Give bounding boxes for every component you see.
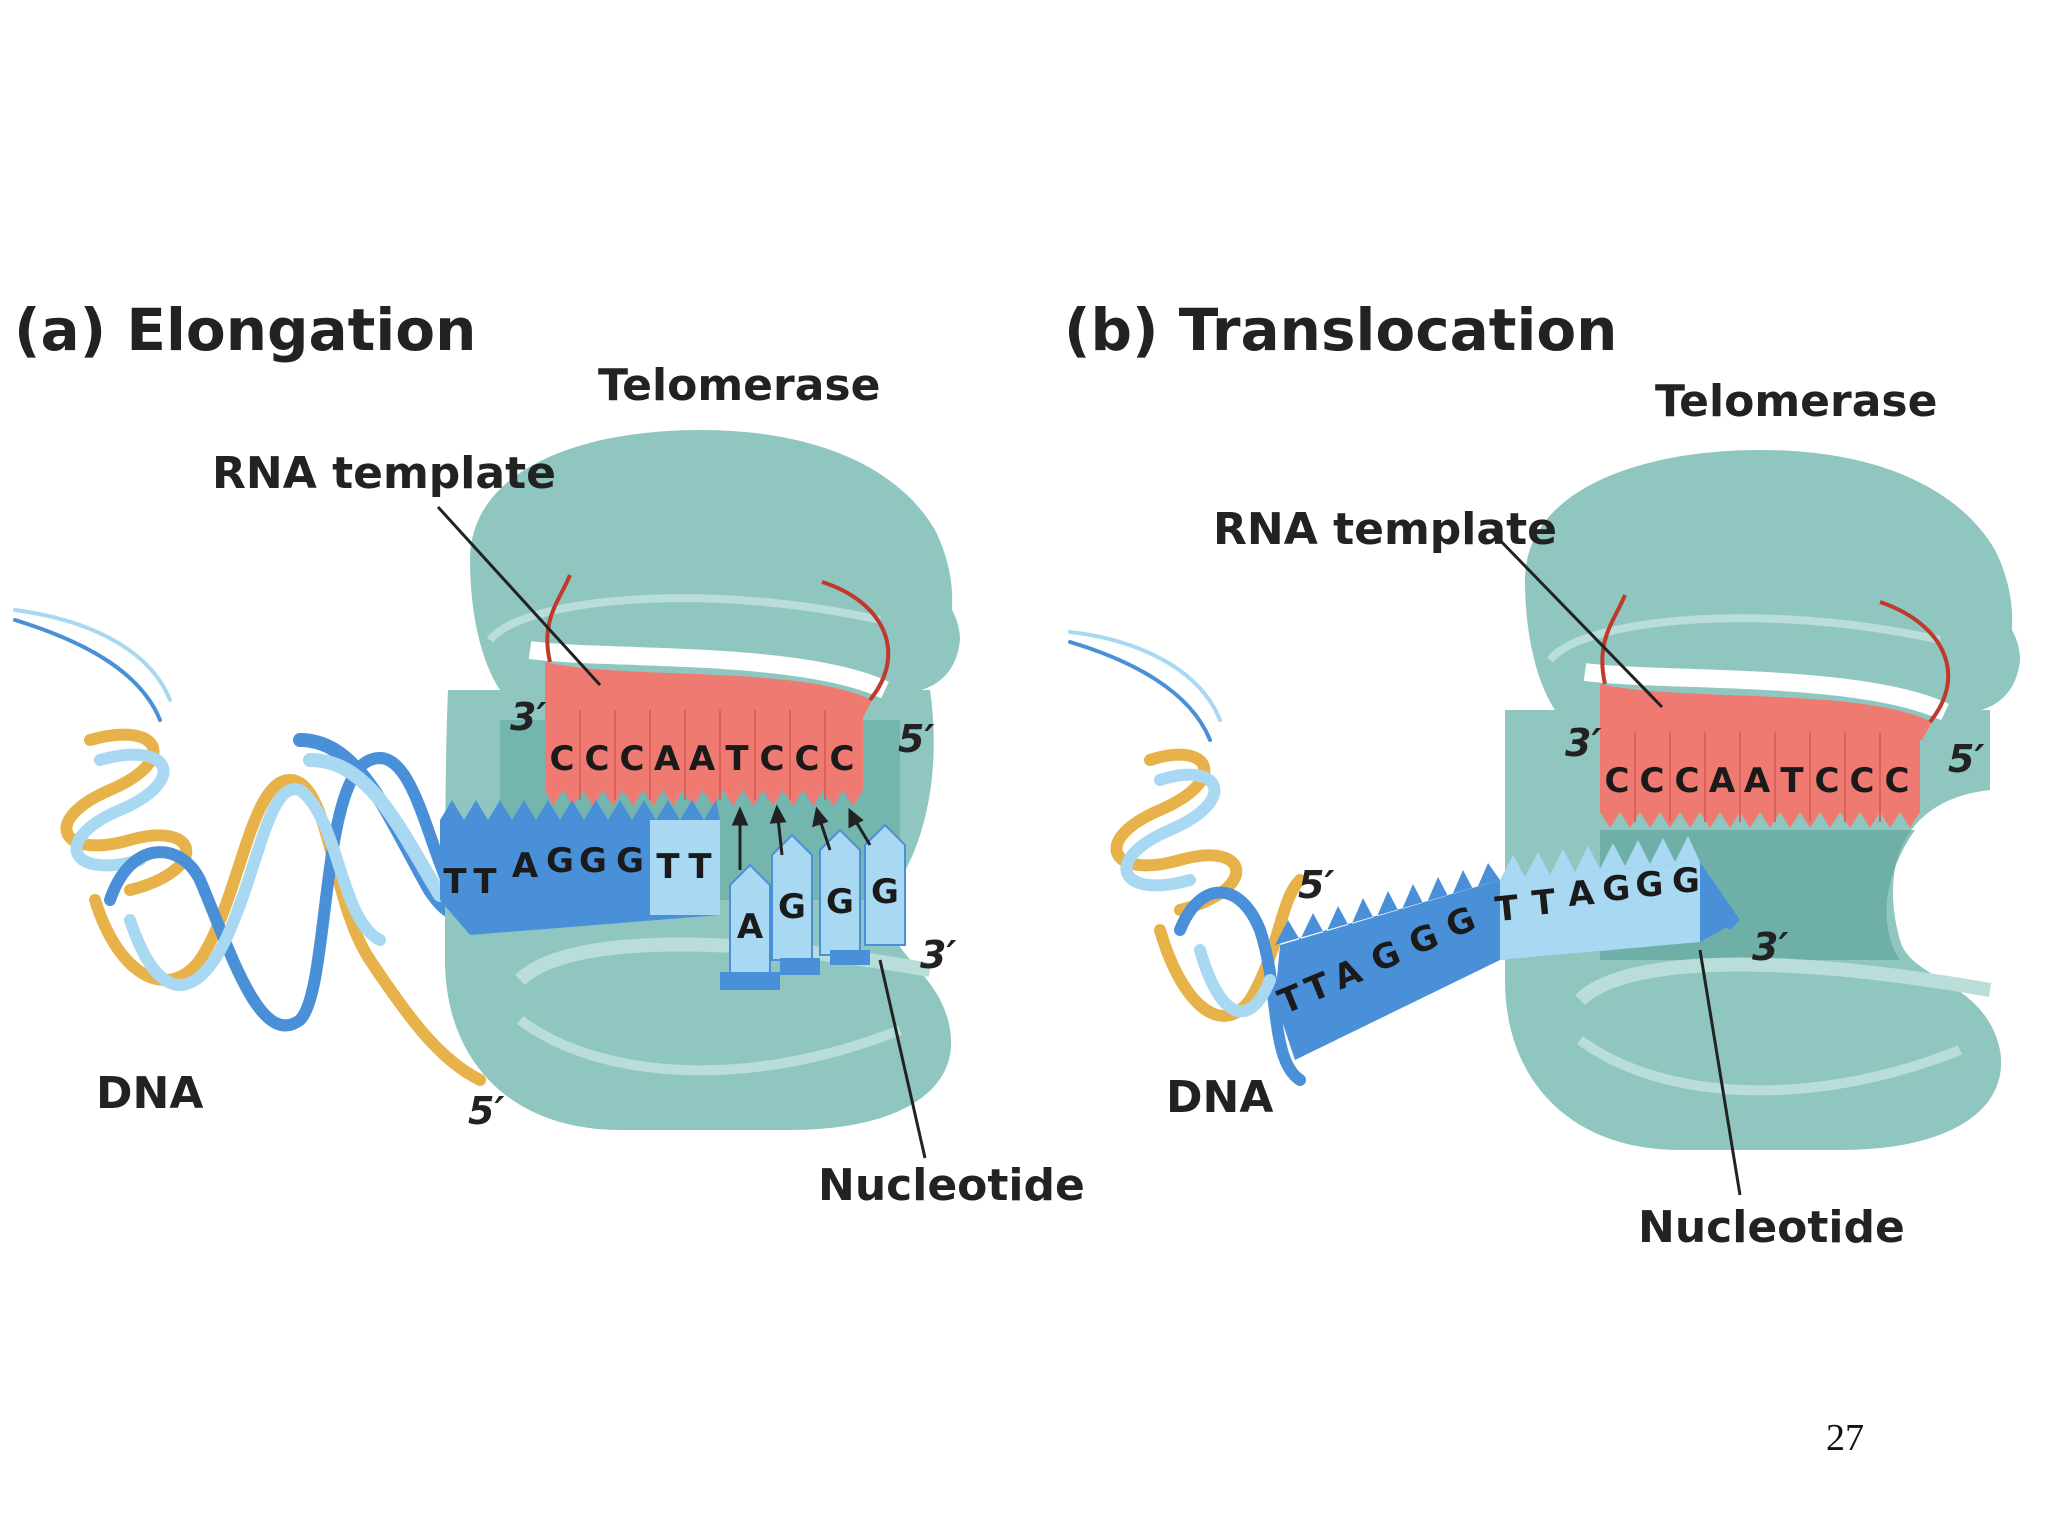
rna-base: A: [654, 739, 681, 779]
dna-base: G: [1672, 861, 1700, 901]
incoming-nucleotide-base: G: [778, 887, 806, 927]
telomerase-label-a: Telomerase: [598, 360, 880, 411]
rna-base: C: [550, 739, 575, 779]
rna-base: A: [1709, 761, 1736, 801]
nucleotide-leader-b: [1698, 949, 1742, 1196]
dna-base: G: [579, 841, 607, 881]
incoming-nucleotide-base: G: [871, 872, 899, 912]
dna-base: T: [473, 862, 497, 902]
dna-base: T: [1493, 888, 1521, 930]
dna-base: G: [1601, 868, 1632, 910]
rna-base: C: [830, 739, 855, 779]
rna-base: A: [689, 739, 716, 779]
nucleotide-label-b: Nucleotide: [1638, 1202, 1905, 1253]
dna-base: A: [512, 846, 539, 886]
rna-base: T: [725, 739, 749, 779]
panel-b-title: (b) Translocation: [1064, 296, 1617, 364]
dna-base: G: [616, 841, 644, 881]
panel-elongation: (a) Elongation: [13, 296, 1085, 1211]
dna-5prime-b: 5′: [1298, 863, 1334, 907]
dna-label-b: DNA: [1166, 1072, 1273, 1123]
dna-5prime-a: 5′: [468, 1089, 504, 1133]
dna-helix-b: [1068, 630, 1306, 1086]
rna-5prime-a: 5′: [898, 717, 934, 761]
rna-base: A: [1744, 761, 1771, 801]
telomerase-label-b: Telomerase: [1655, 376, 1937, 427]
rna-base: C: [620, 739, 645, 779]
rna-template-leader-a: [436, 505, 602, 687]
nucleotide-leader-a: [878, 959, 927, 1159]
rna-template-leader-b: [1488, 528, 1664, 709]
dna-base: G: [546, 841, 574, 881]
panel-translocation: (b) Translocation: [1064, 296, 2020, 1253]
rna-template-label-b: RNA template: [1213, 504, 1557, 555]
dna-base: G: [1634, 864, 1664, 905]
dna-base: T: [656, 847, 680, 887]
rna-base: C: [760, 739, 785, 779]
dna-base: T: [688, 847, 712, 887]
rna-base: C: [1885, 761, 1910, 801]
incoming-nucleotide-base: G: [826, 882, 854, 922]
dna-3prime-b: 3′: [1752, 925, 1788, 969]
incoming-nucleotide-base: A: [737, 907, 764, 947]
dna-label-a: DNA: [96, 1068, 203, 1119]
dna-3prime-a: 3′: [920, 933, 956, 977]
rna-base: C: [1675, 761, 1700, 801]
rna-base: C: [1815, 761, 1840, 801]
rna-3prime-b: 3′: [1565, 721, 1601, 765]
rna-base: T: [1780, 761, 1804, 801]
dna-base: T: [443, 862, 467, 902]
rna-5prime-b: 5′: [1948, 737, 1984, 781]
dna-helix-a: [13, 608, 487, 1086]
rna-3prime-a: 3′: [510, 695, 546, 739]
rna-template-label-a: RNA template: [212, 448, 556, 499]
rna-base: C: [1605, 761, 1630, 801]
dna-base: T: [1530, 882, 1558, 924]
rna-base: C: [1640, 761, 1665, 801]
nucleotide-label-a: Nucleotide: [818, 1160, 1085, 1211]
dna-base: A: [1566, 873, 1596, 915]
rna-base: C: [1850, 761, 1875, 801]
rna-base: C: [585, 739, 610, 779]
rna-base: C: [795, 739, 820, 779]
panel-a-title: (a) Elongation: [14, 296, 476, 364]
page-number: 27: [1826, 1417, 1864, 1459]
